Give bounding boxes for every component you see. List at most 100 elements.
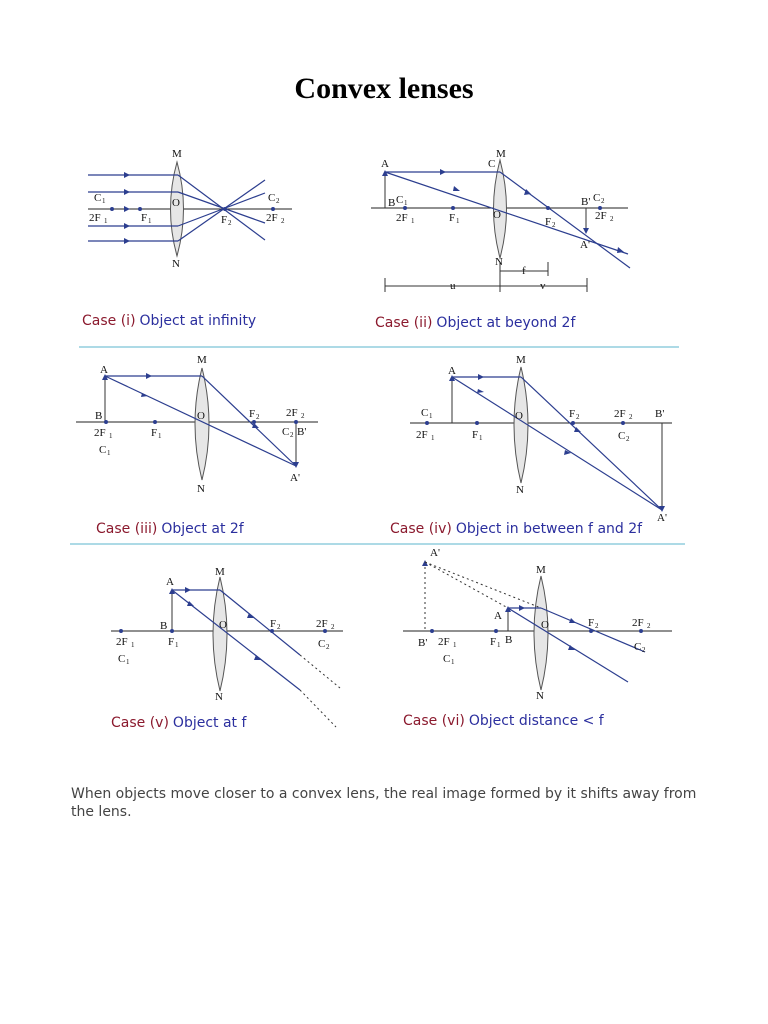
label-N: N <box>495 256 503 268</box>
svg-text:1: 1 <box>429 412 433 420</box>
case-6-label: Case (vi) <box>403 713 465 729</box>
label-N: N <box>516 484 524 496</box>
svg-text:2: 2 <box>326 643 330 651</box>
label-O: O <box>493 209 501 221</box>
label-O: O <box>541 619 549 631</box>
label-N: N <box>172 258 180 270</box>
label-N: N <box>197 483 205 495</box>
label-2F2: 2F <box>266 212 278 224</box>
svg-text:Case (v) Object at f: Case (v) Object at f <box>111 714 247 731</box>
label-N: N <box>215 691 223 703</box>
svg-text:2: 2 <box>256 413 260 421</box>
svg-text:2: 2 <box>610 215 614 223</box>
label-F1: F <box>168 636 174 648</box>
label-B: B <box>388 197 395 209</box>
label-2F1: 2F <box>116 636 128 648</box>
case-3-label: Case (iii) <box>96 521 157 537</box>
case-2-desc: Object at beyond 2f <box>436 315 576 331</box>
svg-text:2: 2 <box>331 623 335 631</box>
label-M: M <box>215 566 225 578</box>
svg-text:1: 1 <box>453 641 457 649</box>
label-F2: F <box>588 617 594 629</box>
label-F1: F <box>449 212 455 224</box>
label-2F2: 2F <box>632 617 644 629</box>
label-F2: F <box>545 216 551 228</box>
label-C2: C <box>318 638 325 650</box>
svg-text:1: 1 <box>148 217 152 225</box>
case-3-desc: Object at 2f <box>161 521 244 537</box>
label-v: v <box>540 280 546 292</box>
svg-text:2: 2 <box>576 413 580 421</box>
svg-text:1: 1 <box>175 641 179 649</box>
label-B: B <box>160 620 167 632</box>
convex-lens-icon <box>533 575 549 691</box>
svg-text:Case (i) Object at infinity: Case (i) Object at infinity <box>82 312 256 329</box>
convex-lens-icon <box>212 576 228 692</box>
label-B-prime: B' <box>418 637 427 649</box>
svg-text:2: 2 <box>281 217 285 225</box>
label-N: N <box>536 690 544 702</box>
convex-lens-icon <box>194 367 210 481</box>
svg-text:1: 1 <box>109 432 113 440</box>
label-O: O <box>219 619 227 631</box>
label-B-prime: B' <box>655 408 664 420</box>
label-2F2: 2F <box>286 407 298 419</box>
case-2-label: Case (ii) <box>375 315 432 331</box>
label-C1: C <box>421 407 428 419</box>
label-A: A <box>448 365 456 377</box>
convex-lens-icon <box>513 366 529 484</box>
label-M: M <box>516 354 526 366</box>
case-1-label: Case (i) <box>82 313 136 329</box>
label-C1: C <box>118 653 125 665</box>
label-2F1: 2F <box>416 429 428 441</box>
label-B-prime: B' <box>297 426 306 438</box>
label-2F1: 2F <box>94 427 106 439</box>
label-F1: F <box>141 212 147 224</box>
label-O: O <box>515 410 523 422</box>
label-F1: F <box>472 429 478 441</box>
label-O: O <box>197 410 205 422</box>
label-C2: C <box>634 641 641 653</box>
case-1-desc: Object at infinity <box>140 313 257 329</box>
svg-text:1: 1 <box>497 641 501 649</box>
label-C: C <box>488 158 495 170</box>
label-2F2: 2F <box>316 618 328 630</box>
label-A: A <box>381 158 389 170</box>
page-title: Convex lenses <box>294 72 474 105</box>
label-A-prime: A' <box>290 472 300 484</box>
label-2F1: 2F <box>396 212 408 224</box>
svg-text:1: 1 <box>431 434 435 442</box>
svg-text:2: 2 <box>276 197 280 205</box>
label-A-prime: A' <box>430 547 440 559</box>
label-2F2: 2F <box>614 408 626 420</box>
svg-text:2: 2 <box>552 221 556 229</box>
label-C1: C <box>396 194 403 206</box>
svg-text:1: 1 <box>479 434 483 442</box>
label-M: M <box>496 148 506 160</box>
label-O: O <box>172 197 180 209</box>
svg-text:2: 2 <box>228 219 232 227</box>
label-A-prime: A' <box>657 512 667 524</box>
label-F2: F <box>221 214 227 226</box>
label-M: M <box>172 148 182 160</box>
label-F2: F <box>249 408 255 420</box>
svg-text:1: 1 <box>451 658 455 666</box>
label-C2: C <box>268 192 275 204</box>
label-2F1: 2F <box>89 212 101 224</box>
svg-text:1: 1 <box>404 199 408 207</box>
label-F2: F <box>270 618 276 630</box>
body-paragraph: When objects move closer to a convex len… <box>71 786 697 820</box>
label-C2: C <box>593 192 600 204</box>
svg-text:2: 2 <box>301 412 305 420</box>
label-C2: C <box>618 430 625 442</box>
label-M: M <box>197 354 207 366</box>
label-F2: F <box>569 408 575 420</box>
svg-text:2: 2 <box>595 622 599 630</box>
svg-text:2: 2 <box>629 413 633 421</box>
svg-text:2: 2 <box>647 622 651 630</box>
convex-lens-icon <box>170 160 184 258</box>
